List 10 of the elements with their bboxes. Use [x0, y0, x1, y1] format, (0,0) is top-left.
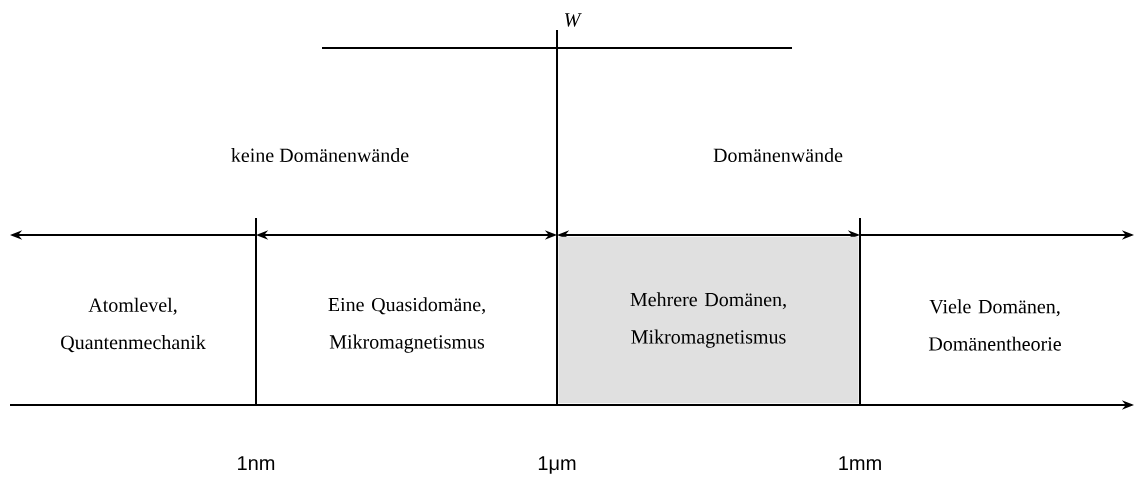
region-heading: Domänenwände [713, 148, 843, 163]
region-text: Eine Quasidomäne, Mikromagnetismus [328, 297, 485, 353]
scale-label: 1mm [839, 456, 881, 470]
shaded-region-box: Mehrere Domänen, Mikromagnetismus [558, 236, 859, 404]
region-text: Viele Domänen, Domänentheorie [928, 299, 1061, 351]
scale-label: 1μm [538, 456, 576, 474]
scale-label: 1nm [238, 456, 275, 470]
region-heading: keine Domänenwände [231, 148, 409, 163]
axis-symbol: W [565, 13, 582, 27]
region-text: Atomlevel, Quantenmechanik [61, 297, 206, 353]
